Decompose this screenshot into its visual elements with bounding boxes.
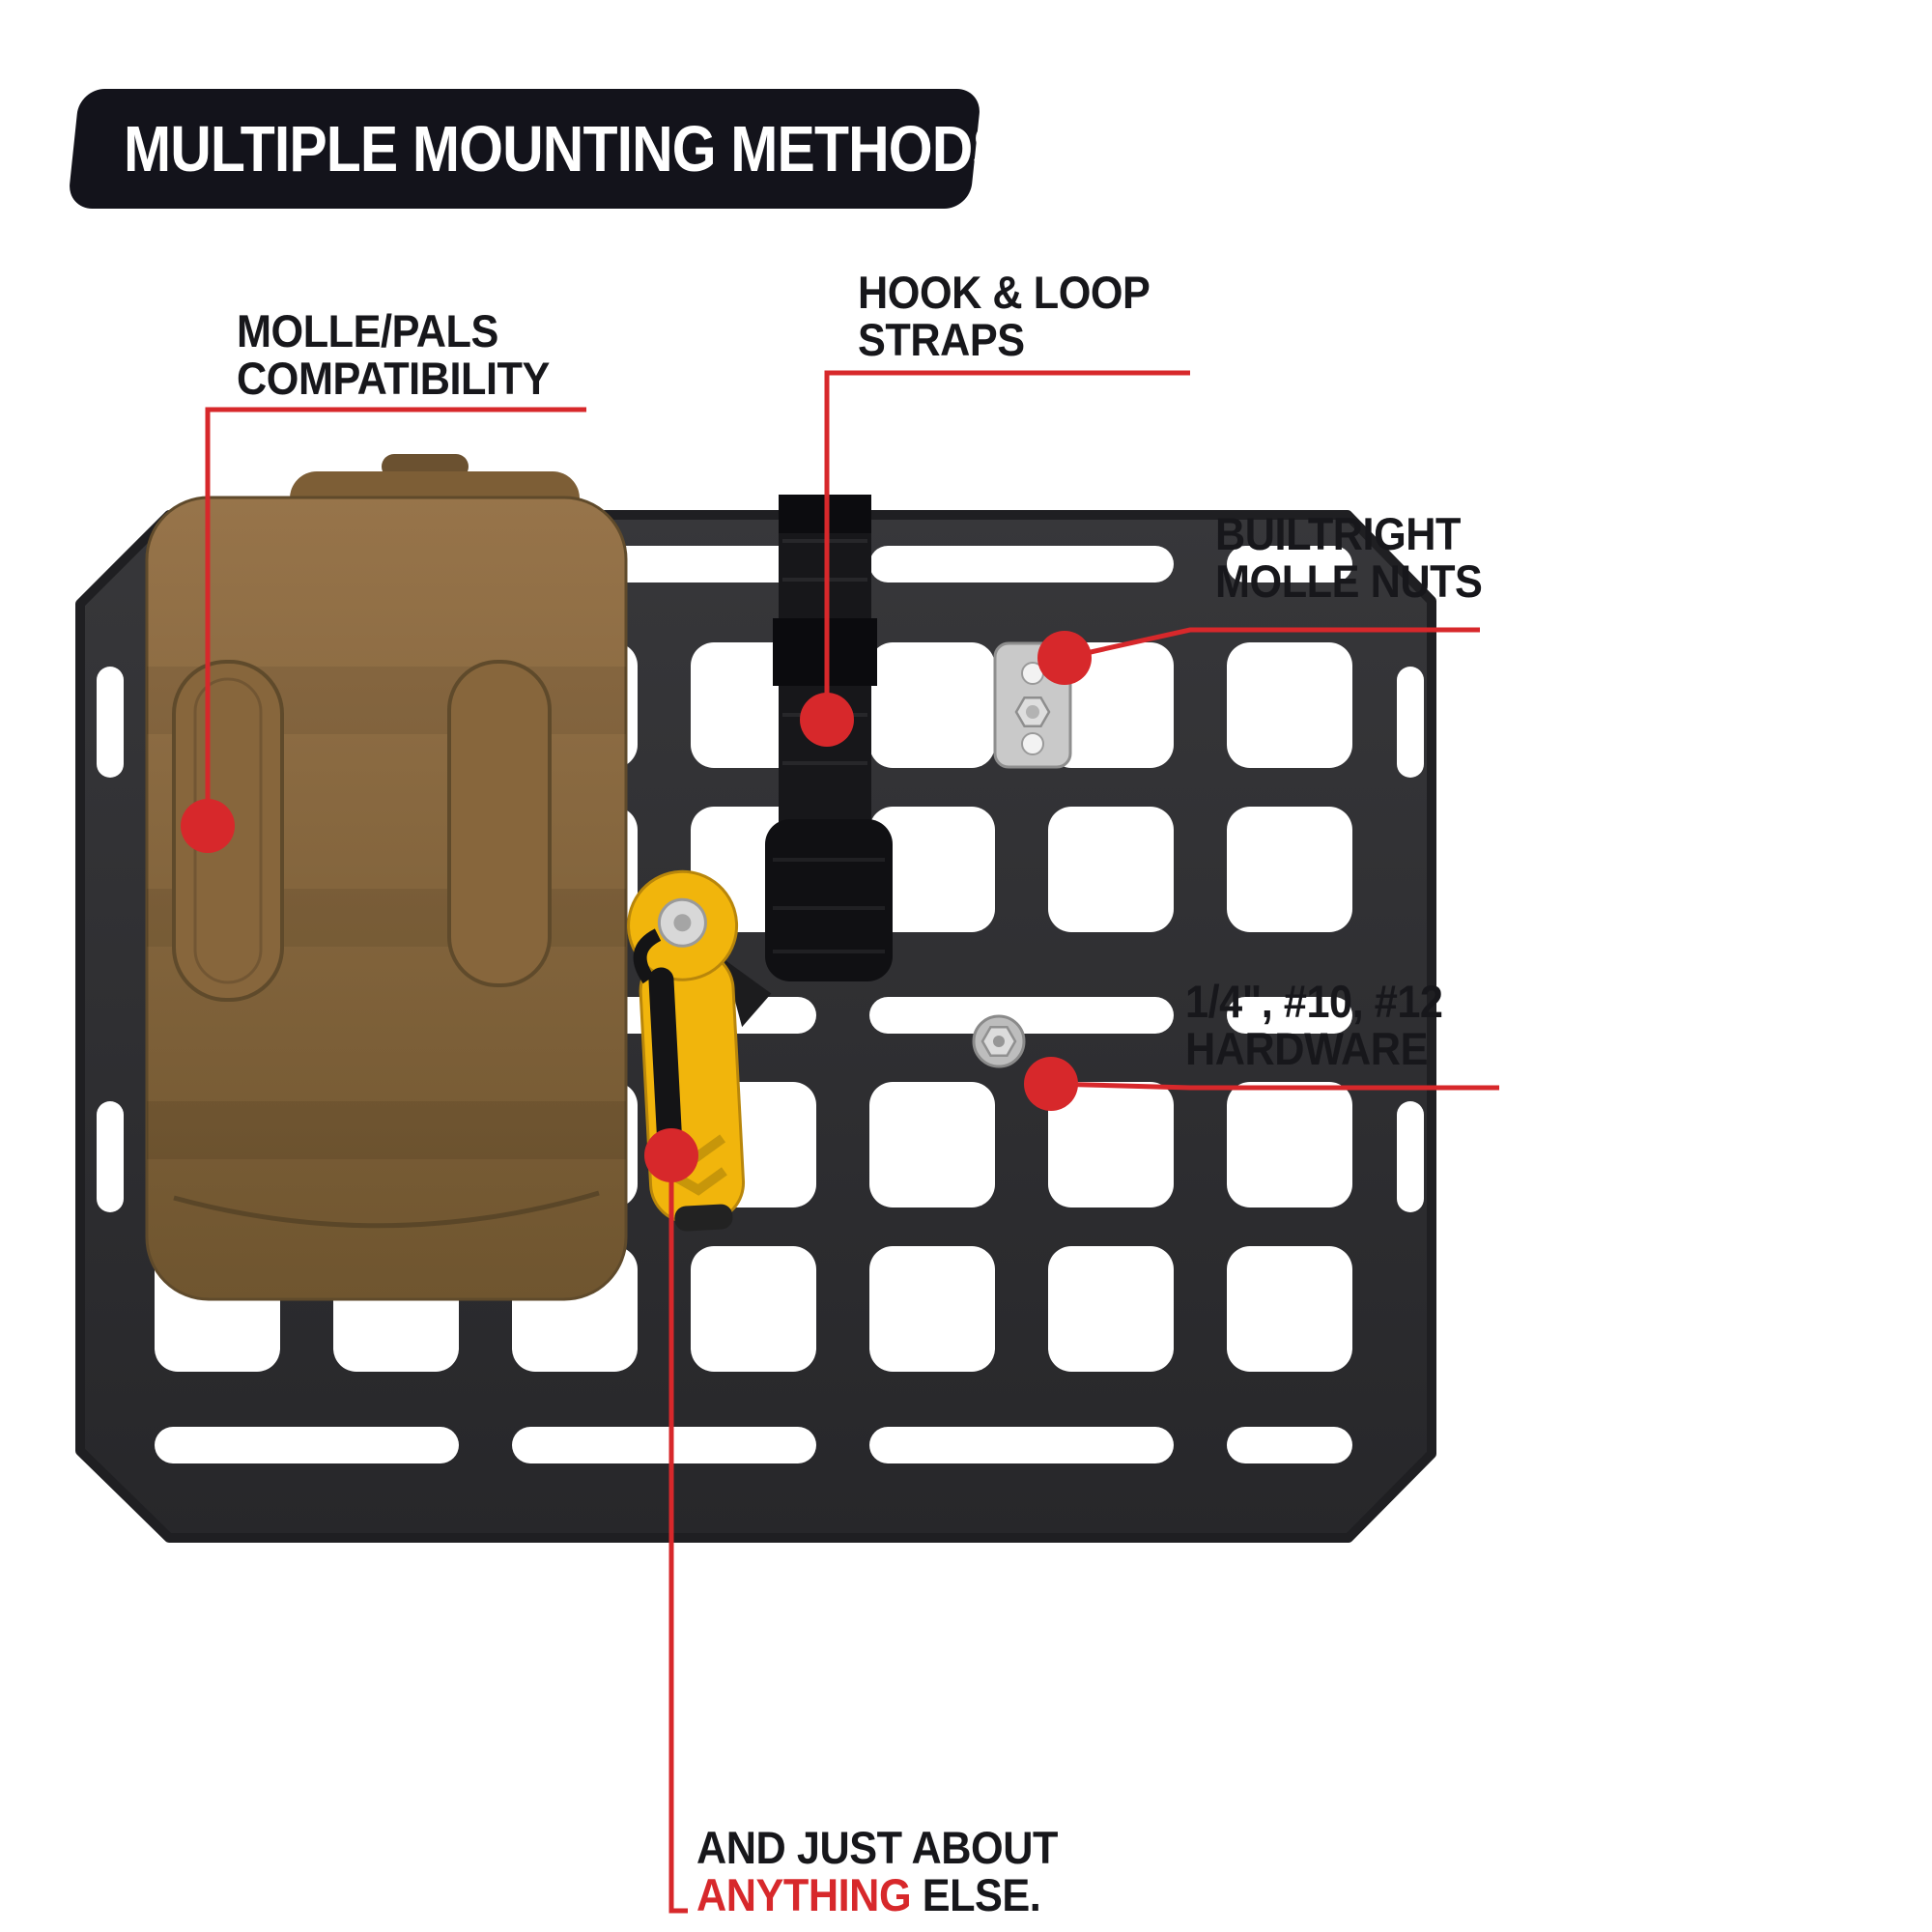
callout-dot-molle-pals xyxy=(181,799,235,853)
callout-text-highlight: ANYTHING xyxy=(696,1869,912,1921)
callout-dot-hook-loop xyxy=(800,693,854,747)
callout-dots xyxy=(181,631,1092,1182)
callout-label-molle-nuts: BUILTRIGHT MOLLE NUTS xyxy=(1215,508,1483,608)
callout-text-line: AND JUST ABOUT xyxy=(696,1822,1058,1873)
header-banner: MULTIPLE MOUNTING METHODS xyxy=(67,89,1009,209)
callout-label-hardware: 1/4", #10, #12 HARDWARE xyxy=(1185,978,1443,1073)
callout-text-rest: ELSE. xyxy=(911,1869,1041,1921)
callout-text-line: HARDWARE xyxy=(1185,1023,1428,1075)
callout-label-molle-pals: MOLLE/PALS COMPATIBILITY xyxy=(237,307,550,403)
molle-nut-plate xyxy=(993,641,1072,769)
page-title: MULTIPLE MOUNTING METHODS xyxy=(124,112,1009,185)
callout-dot-hardware xyxy=(1024,1057,1078,1111)
callout-line-hook-loop xyxy=(824,370,1190,720)
callout-text-line: MOLLE NUTS xyxy=(1215,555,1483,608)
hex-bolt xyxy=(972,1014,1026,1068)
callout-text-line: BUILTRIGHT xyxy=(1215,508,1462,559)
callout-text-line: STRAPS xyxy=(858,314,1025,366)
callout-label-hook-loop: HOOK & LOOP STRAPS xyxy=(858,267,1151,366)
callout-dot-molle-nuts xyxy=(1037,631,1092,685)
callout-line-hardware xyxy=(1050,1081,1499,1091)
callout-line-anything xyxy=(668,1155,688,1914)
callout-text-line: ANYTHING ELSE. xyxy=(696,1871,1058,1918)
callout-text-line: HOOK & LOOP xyxy=(858,267,1151,318)
callout-label-anything: AND JUST ABOUT ANYTHING ELSE. xyxy=(696,1824,1058,1919)
callout-text-line: MOLLE/PALS xyxy=(237,305,498,356)
callout-dot-anything xyxy=(644,1128,698,1182)
callout-line-molle-pals xyxy=(205,407,586,826)
pouch-molle-straps xyxy=(172,660,552,1002)
callout-text-line: COMPATIBILITY xyxy=(237,353,550,405)
callout-text-line: 1/4", #10, #12 xyxy=(1185,976,1443,1027)
callout-lines xyxy=(205,370,1499,1914)
callout-line-molle-nuts xyxy=(1064,627,1480,661)
tan-molle-pouch xyxy=(145,454,628,1301)
